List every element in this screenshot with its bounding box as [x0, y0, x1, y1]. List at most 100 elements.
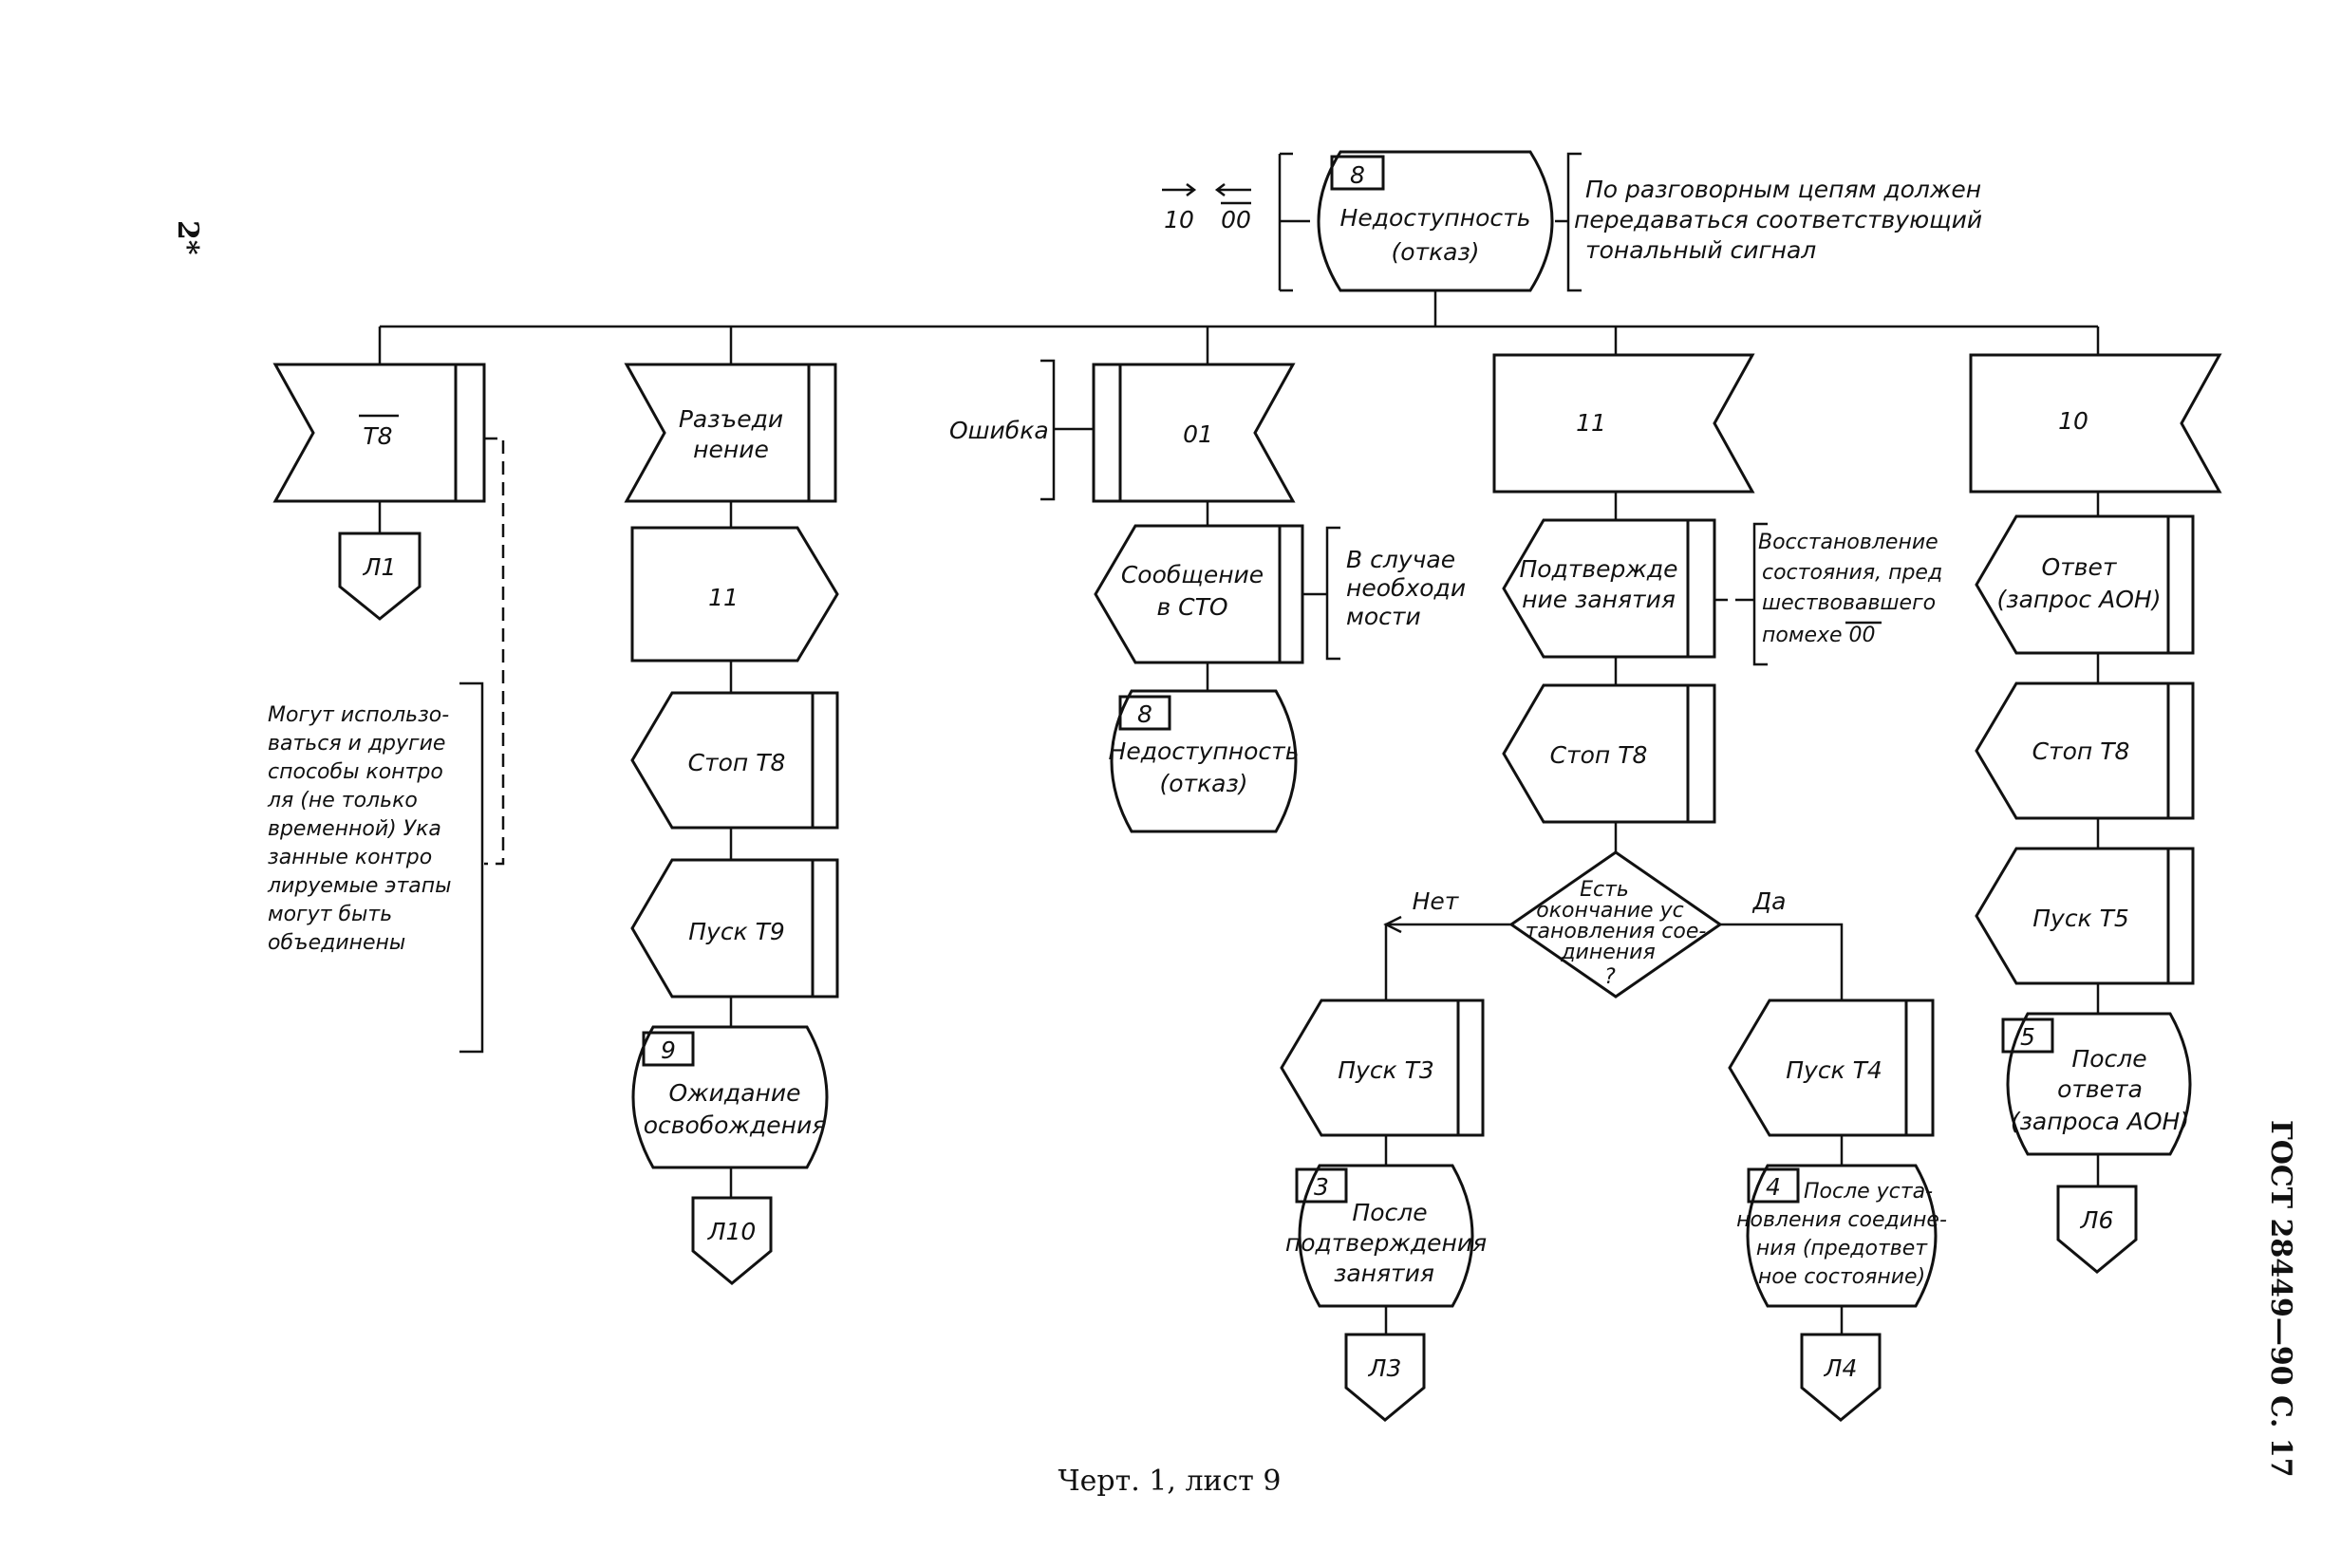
- yes-state-line-4: ное состояние): [1758, 1265, 1925, 1289]
- col4-input-11: 11: [1492, 353, 1755, 494]
- col1-connector-label: Л1: [363, 553, 397, 581]
- top-state-line-2: (отказ): [1391, 238, 1479, 266]
- no-connector-label: Л3: [1368, 1354, 1402, 1382]
- col5-input-10: 10: [1969, 353, 2222, 494]
- col4-task1-comment: Восстановление состояния, пред шествовав…: [1714, 522, 1942, 666]
- col3-task-comment-line-3: мости: [1346, 603, 1421, 630]
- col4-comment-line-3: шествовавшего: [1762, 591, 1936, 615]
- col1-comment: Могут использо- ваться и другие способы …: [267, 437, 505, 1054]
- no-state-after-confirm: 3 После подтверждения занятия: [1285, 1164, 1487, 1308]
- col1-comment-line-3: способы контро: [268, 760, 443, 784]
- col2-state-number: 9: [661, 1036, 676, 1064]
- standard-reference: ГОСТ 28449—90 С. 17: [2264, 1120, 2297, 1478]
- signal-10-label: 10: [1164, 206, 1194, 233]
- col2-task1-label: Стоп Т8: [688, 749, 786, 776]
- col1-comment-line-2: ваться и другие: [268, 732, 445, 756]
- decision-line-3: тановления сое-: [1526, 920, 1707, 943]
- col4-task1-line-2: ние занятия: [1522, 586, 1676, 613]
- col2-input-line-1: Разъеди: [679, 405, 783, 433]
- col4-task-stop-t8: Стоп Т8: [1502, 683, 1716, 824]
- col2-task-start-t9: Пуск Т9: [630, 858, 839, 999]
- col3-state-line-1: Недоступность: [1109, 737, 1300, 765]
- col3-input-comment-label: Ошибка: [949, 417, 1049, 444]
- col5-input-label: 10: [2058, 407, 2088, 435]
- col3-task-comment-line-2: необходи: [1346, 574, 1466, 602]
- col1-connector-l1: Л1: [338, 532, 421, 621]
- col5-task2-label: Пуск Т5: [2032, 905, 2129, 932]
- col4-input-label: 11: [1576, 409, 1606, 437]
- col1-comment-line-5: временной) Ука: [268, 817, 441, 841]
- top-state-number: 8: [1350, 161, 1365, 189]
- col1-comment-line-4: ля (не только: [267, 789, 418, 812]
- col5-output-line-2: (запрос АОН): [1997, 586, 2162, 613]
- col5-state-line-2: ответа: [2057, 1075, 2143, 1103]
- col2-input-disconnect: Разъеди нение: [624, 363, 837, 503]
- col5-connector-l6: Л6: [2056, 1185, 2138, 1274]
- col3-task-message-sto: Сообщение в СТО: [1094, 524, 1304, 664]
- col3-task-line-2: в СТО: [1156, 593, 1227, 621]
- yes-connector-label: Л4: [1824, 1354, 1858, 1382]
- no-task-start-t3: Пуск Т3: [1280, 999, 1485, 1137]
- col3-state-line-2: (отказ): [1159, 770, 1247, 797]
- col1-input-label: T8: [363, 422, 392, 450]
- yes-state-line-3: ния (предответ: [1756, 1237, 1928, 1260]
- top-comment-line-3: тональный сигнал: [1585, 236, 1816, 264]
- col3-input-01: 01: [1092, 363, 1296, 503]
- col4-comment-line-4: помехе 00: [1762, 624, 1876, 647]
- top-state-line-1: Недоступность: [1340, 204, 1531, 232]
- no-state-number: 3: [1314, 1173, 1329, 1201]
- col2-output-11: 11: [630, 526, 839, 663]
- col2-state-line-2: освобождения: [644, 1111, 827, 1139]
- col4-task1-line-1: Подтвержде: [1519, 555, 1677, 583]
- top-state: 8 Недоступность (отказ): [1317, 150, 1554, 292]
- col4-task-confirm-seizure: Подтвержде ние занятия: [1502, 518, 1716, 659]
- col5-state-line-3: (запроса АОН): [2011, 1108, 2189, 1135]
- signal-00-label: 00: [1221, 206, 1251, 233]
- decision-line-5: ?: [1604, 965, 1616, 989]
- col5-task-stop-t8: Стоп Т8: [1975, 681, 2195, 820]
- no-state-line-2: подтверждения: [1285, 1229, 1487, 1257]
- col5-state-line-1: После: [2071, 1045, 2146, 1073]
- top-signals: 10 00: [1162, 152, 1310, 292]
- col5-state-after-answer: 5 После ответа (запроса АОН): [2001, 1012, 2192, 1156]
- sheet-mark: 2*: [171, 220, 204, 255]
- col5-connector-label: Л6: [2080, 1206, 2114, 1234]
- no-state-line-3: занятия: [1334, 1260, 1434, 1287]
- yes-task-label: Пуск Т4: [1786, 1056, 1882, 1084]
- top-comment-line-2: передаваться соответствующий: [1574, 206, 1982, 233]
- col2-input-line-2: нение: [693, 436, 769, 463]
- col1-input-t8: T8: [272, 363, 486, 503]
- yes-label: Да: [1752, 887, 1787, 915]
- no-connector-l3: Л3: [1344, 1333, 1426, 1422]
- yes-state-after-connect: 4 После уста- новления соедине- ния (пре…: [1736, 1164, 1947, 1308]
- col2-state-line-1: Ожидание: [668, 1079, 800, 1107]
- col4-comment-line-1: Восстановление: [1758, 531, 1938, 554]
- col1-comment-line-8: могут быть: [268, 903, 392, 926]
- yes-connector-l4: Л4: [1800, 1333, 1882, 1422]
- col2-task-stop-t8: Стоп Т8: [630, 691, 839, 830]
- decision-line-4: динения: [1560, 941, 1655, 964]
- col2-output-label: 11: [708, 584, 739, 611]
- col2-connector-l10: Л10: [691, 1196, 773, 1285]
- col4-comment-line-2: состояния, пред: [1762, 561, 1942, 585]
- figure-caption: Черт. 1, лист 9: [1058, 1465, 1281, 1498]
- no-label: Нет: [1413, 887, 1460, 915]
- col4-task2-label: Стоп Т8: [1550, 741, 1648, 769]
- col3-input-comment: Ошибка: [949, 359, 1094, 501]
- col3-input-label: 01: [1183, 420, 1213, 448]
- col3-state-number: 8: [1137, 700, 1152, 728]
- col2-connector-label: Л10: [707, 1218, 757, 1245]
- col2-task2-label: Пуск Т9: [688, 918, 785, 945]
- col3-task-comment: В случае необходи мости: [1302, 526, 1466, 661]
- yes-state-line-2: новления соедине-: [1736, 1208, 1947, 1232]
- yes-task-start-t4: Пуск Т4: [1728, 999, 1935, 1137]
- col5-task-start-t5: Пуск Т5: [1975, 847, 2195, 985]
- col1-comment-line-7: лируемые этапы: [267, 874, 452, 898]
- decision-line-2: окончание ус: [1536, 899, 1683, 923]
- connector-lines: [378, 290, 2100, 364]
- col5-state-number: 5: [2020, 1023, 2035, 1051]
- col4-decision: Есть окончание ус тановления сое- динени…: [1508, 850, 1723, 999]
- no-task-label: Пуск Т3: [1338, 1056, 1434, 1084]
- col1-comment-line-1: Могут использо-: [268, 703, 449, 727]
